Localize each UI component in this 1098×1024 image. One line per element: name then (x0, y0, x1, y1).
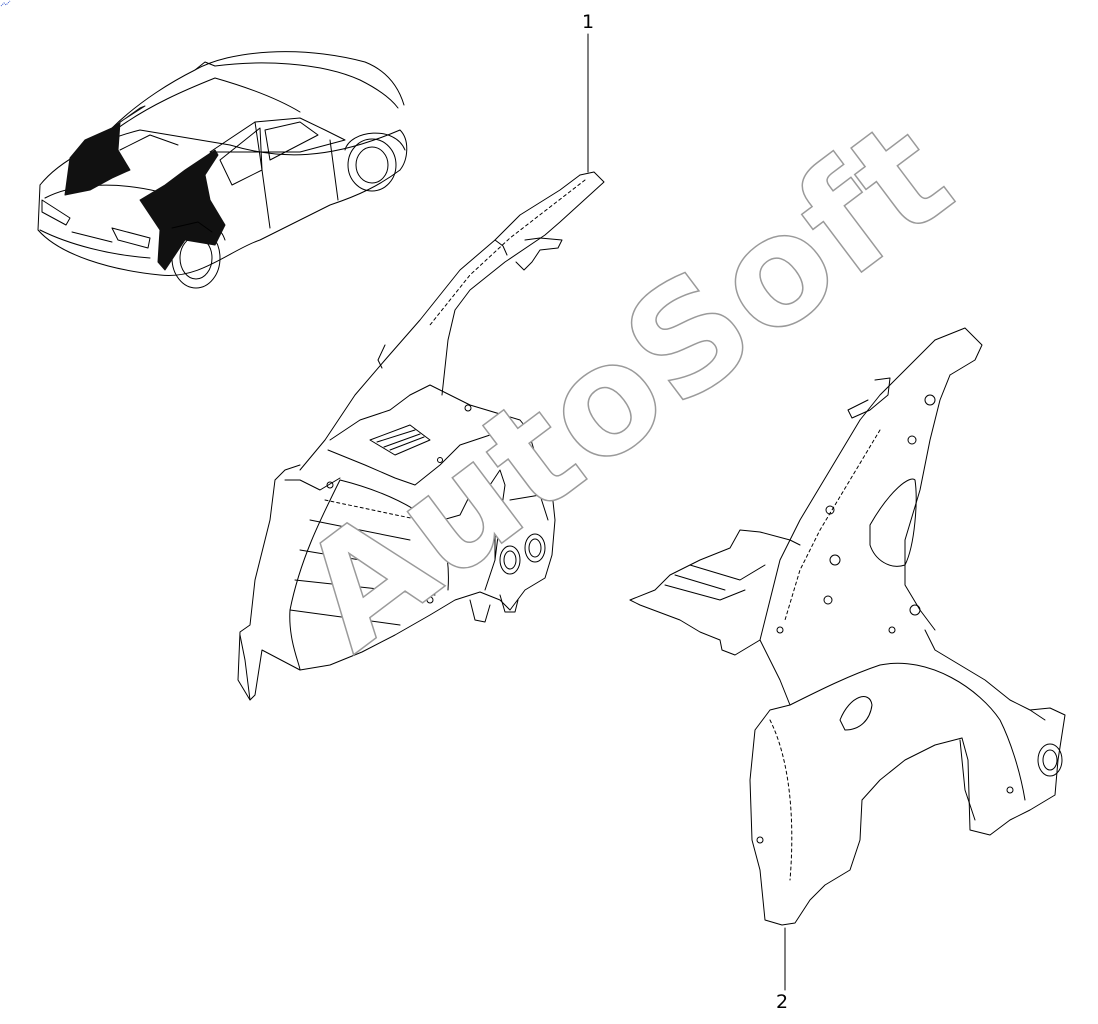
part-1-left-wheel-arch (237, 171, 605, 701)
part-2-right-wheel-arch (629, 327, 1066, 926)
callout-label-1: 1 (582, 11, 595, 33)
highlight-right-arch (139, 149, 226, 271)
car-thumbnail (37, 51, 408, 289)
callout-label-2: 2 (776, 991, 789, 1013)
corner-mark-icon (0, 0, 11, 7)
highlight-left-arch (64, 105, 146, 196)
